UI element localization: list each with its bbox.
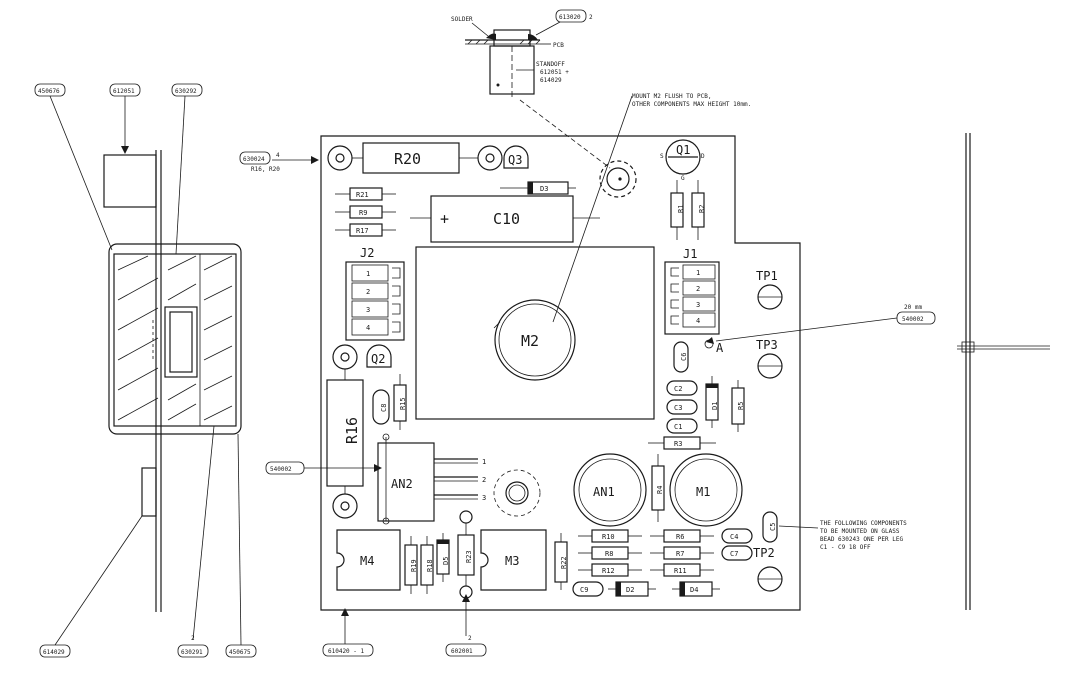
q1-source-pin: S [660,153,664,160]
d2-label: D2 [626,586,634,594]
c2-label: C2 [674,385,682,393]
r23-label: R23 [465,550,473,563]
q2-label: Q2 [371,352,385,366]
part-613020-qty: 2 [589,14,593,21]
part-602001-callout: 602001 [451,648,473,655]
part-450676-callout: 450676 [38,88,60,95]
c6-label: C6 [680,353,688,361]
part-610420-callout: 610420 - 1 [328,648,365,655]
an1-label: AN1 [593,485,615,499]
r6-label: R6 [676,533,684,541]
j2-pin-1: 1 [366,270,370,278]
standoff-label: STANDOFF [536,61,565,68]
q1-label: Q1 [676,143,690,157]
m3-label: M3 [505,554,519,568]
tp3-label: TP3 [756,338,778,352]
part-630292-callout: 630292 [175,88,197,95]
r16-label: R16 [343,417,361,444]
part-612051-callout: 612051 [113,88,135,95]
r18-label: R18 [426,559,434,572]
r1-label: R1 [677,205,685,213]
r21-label: R21 [356,191,369,199]
bead-note-line3: BEAD 630243 ONE PER LEG [820,536,903,543]
j1-pin-1: 1 [696,269,700,277]
mount-note-line2: OTHER COMPONENTS MAX HEIGHT 10mm. [632,101,751,108]
d1-label: D1 [711,402,719,410]
c10-label: C10 [493,210,520,228]
m2-label: M2 [521,332,539,350]
r12-label: R12 [602,567,615,575]
r3-label: R3 [674,440,682,448]
r5-label: R5 [737,402,745,410]
a-label: A [716,341,724,355]
c10-polarity: + [440,210,449,228]
standoff-detail: SOLDER 613020 2 PCB STANDOFF 612051 + 61… [451,9,611,169]
pcb-label: PCB [553,42,564,49]
r9-label: R9 [359,209,367,217]
r4-label: R4 [656,486,664,494]
part-630291-callout: 630291 [181,649,203,656]
c7-label: C7 [730,550,738,558]
c5-label: C5 [769,523,777,531]
part-614029-callout: 614029 [43,649,65,656]
r7-label: R7 [676,550,684,558]
r10-label: R10 [602,533,615,541]
m4-label: M4 [360,554,374,568]
r2-label: R2 [698,205,706,213]
bead-note-line1: THE FOLLOWING COMPONENTS [820,520,907,527]
pcb-outline [320,135,801,611]
r19-label: R19 [410,559,418,572]
an2-pin-1: 1 [482,458,486,466]
part-630024-qty: 4 [276,152,280,159]
an2-label: AN2 [391,477,413,491]
j2-pin-3: 3 [366,306,370,314]
an2-pin-3: 3 [482,494,486,502]
mount-note-line1: MOUNT M2 FLUSH TO PCB, [632,93,711,100]
j1-pin-3: 3 [696,301,700,309]
part-540002-length: 20 mm [904,304,922,311]
r15-label: R15 [399,397,407,410]
m1-label: M1 [696,485,710,499]
j2-pin-4: 4 [366,324,370,332]
d4-label: D4 [690,586,698,594]
j1-label: J1 [683,247,697,261]
r17-label: R17 [356,227,369,235]
r20-label: R20 [394,150,421,168]
part-613020-callout: 613020 [559,14,581,21]
r22-label: R22 [560,556,568,569]
q3-label: Q3 [508,153,522,167]
part-602001-qty: 2 [468,635,472,642]
d3-label: D3 [540,185,548,193]
standoff-parts-1: 612051 + [540,69,569,76]
part-630024-note: R16, R20 [251,166,280,173]
tp2-label: TP2 [753,546,775,560]
c9-label: C9 [580,586,588,594]
r11-label: R11 [674,567,687,575]
bead-note-line4: C1 - C9 18 OFF [820,544,871,551]
part-540002-left-callout: 540002 [270,466,292,473]
part-450675-callout: 450675 [229,649,251,656]
d5-label: D5 [442,557,450,565]
an2-pin-2: 2 [482,476,486,484]
c1-label: C1 [674,423,682,431]
c8-label: C8 [380,404,388,412]
bead-note-line2: TO BE MOUNTED ON GLASS [820,528,900,535]
solder-label: SOLDER [451,16,473,23]
j1-pin-4: 4 [696,317,700,325]
j2-label: J2 [360,246,374,260]
c4-label: C4 [730,533,738,541]
r8-label: R8 [605,550,613,558]
part-540002-right-callout: 540002 [902,316,924,323]
q1-gate-pin: G [681,175,685,182]
j2-pin-2: 2 [366,288,370,296]
right-edge-view [957,133,1050,610]
j1-pin-2: 2 [696,285,700,293]
tp1-label: TP1 [756,269,778,283]
q1-drain-pin: D [701,153,705,160]
left-side-view [103,150,242,612]
c3-label: C3 [674,404,682,412]
part-630024-callout: 630024 [243,156,265,163]
standoff-parts-2: 614029 [540,77,562,84]
